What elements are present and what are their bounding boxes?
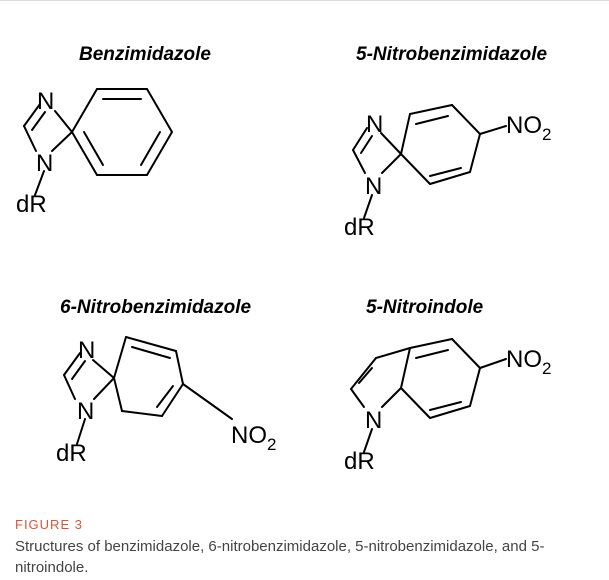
5-nitroindole-nitro-subscript: 2 [542, 359, 551, 378]
benzimidazole-structure: N N dR [16, 88, 173, 218]
6-nitrobenzimidazole-bonds [63, 336, 233, 445]
benzimidazole-sugar-label: dR [16, 191, 47, 218]
benzimidazole-n3-label: N [37, 88, 54, 115]
5-nitrobenzimidazole-structure: N N dR NO2 [344, 104, 551, 241]
benzimidazole-bonds [23, 88, 173, 196]
5-nitrobenzimidazole-n1-label: N [365, 173, 382, 200]
5-nitroindole-nitro-label: NO2 [506, 346, 551, 378]
5-nitroindole-nitro-main: NO [506, 346, 542, 373]
5-nitroindole-title: 5-Nitroindole [366, 297, 484, 318]
5-nitroindole-n1-label: N [365, 407, 382, 434]
benzimidazole-title: Benzimidazole [79, 44, 211, 65]
6-nitrobenzimidazole-structure: N N dR NO2 [56, 336, 276, 467]
chemical-structures: N N dR N N [16, 88, 551, 475]
6-nitrobenzimidazole-n3-label: N [78, 337, 95, 364]
6-nitrobenzimidazole-nitro-label: NO2 [231, 422, 276, 454]
5-nitrobenzimidazole-sugar-label: dR [344, 214, 375, 241]
5-nitroindole-structure: N dR NO2 [344, 338, 551, 475]
6-nitrobenzimidazole-sugar-label: dR [56, 440, 87, 467]
5-nitroindole-bonds [350, 338, 507, 453]
5-nitrobenzimidazole-nitro-main: NO [506, 112, 542, 139]
6-nitrobenzimidazole-n1-label: N [77, 398, 94, 425]
5-nitrobenzimidazole-nitro-label: NO2 [506, 112, 551, 144]
6-nitrobenzimidazole-title: 6-Nitrobenzimidazole [60, 297, 252, 318]
6-nitrobenzimidazole-nitro-subscript: 2 [267, 435, 276, 454]
figure-caption-text: Structures of benzimidazole, 6-nitrobenz… [15, 538, 545, 576]
5-nitrobenzimidazole-title: 5-Nitrobenzimidazole [356, 44, 548, 65]
5-nitrobenzimidazole-nitro-subscript: 2 [542, 125, 551, 144]
5-nitroindole-sugar-label: dR [344, 448, 375, 475]
figure-caption-heading: FIGURE 3 [15, 517, 83, 532]
5-nitrobenzimidazole-n3-label: N [366, 111, 383, 138]
5-nitrobenzimidazole-bonds [352, 104, 507, 219]
6-nitrobenzimidazole-nitro-main: NO [231, 422, 267, 449]
benzimidazole-n1-label: N [36, 150, 53, 177]
